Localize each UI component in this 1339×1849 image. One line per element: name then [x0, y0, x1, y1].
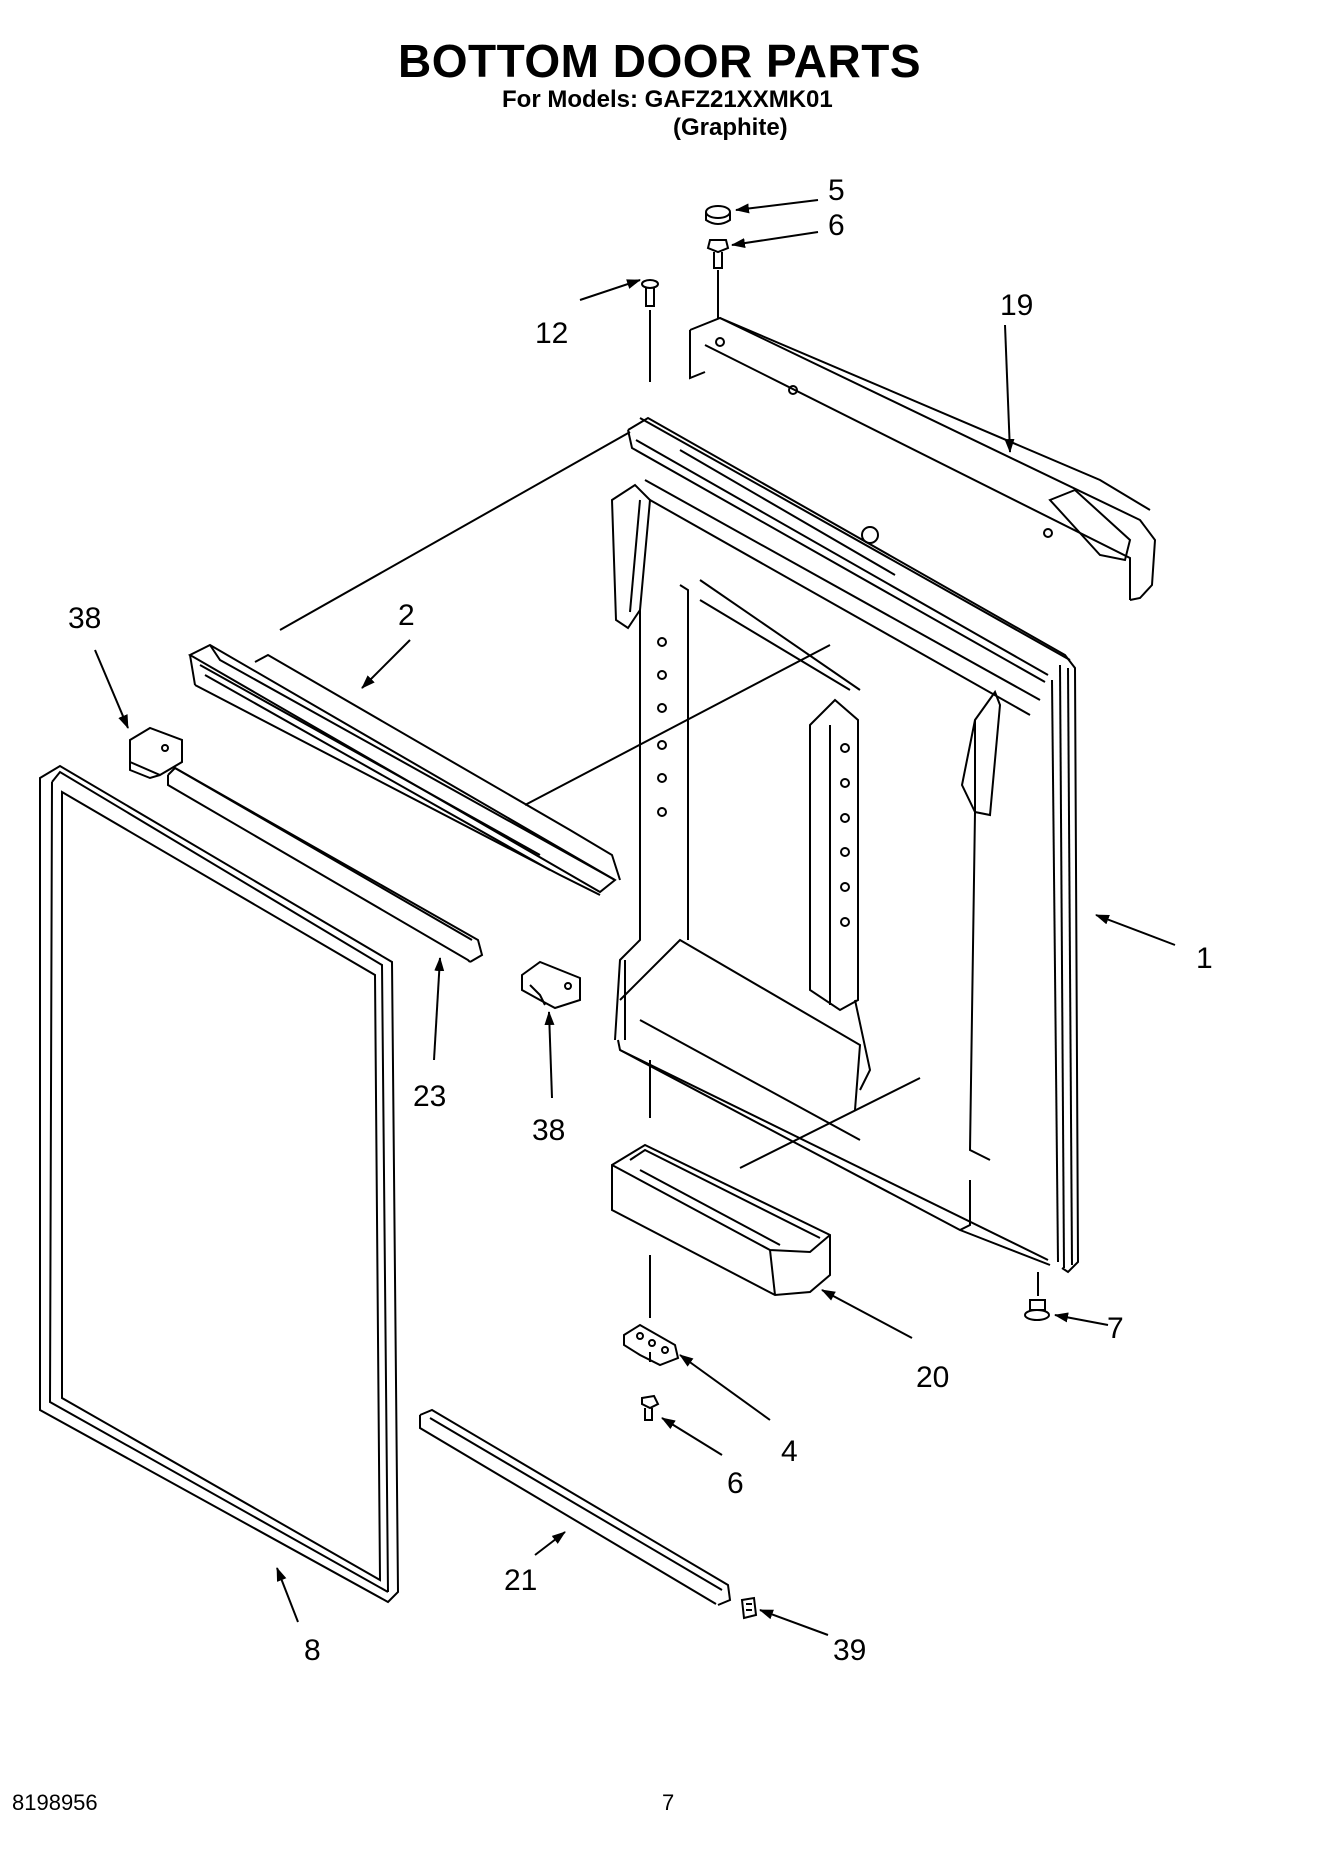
callout-5: 5: [828, 174, 845, 207]
arrow-7: [1054, 1312, 1109, 1326]
clip-part-38-left: [129, 726, 183, 780]
arrow-38-left: [94, 649, 129, 729]
callout-12: 12: [535, 317, 568, 350]
document-number: 8198956: [12, 1790, 98, 1815]
arrow-20: [821, 1289, 913, 1339]
arrow-21: [534, 1531, 566, 1556]
callout-4: 4: [781, 1435, 798, 1468]
gasket-strip-part-23: [167, 766, 484, 963]
cap-part-5: [705, 205, 731, 225]
arrow-1: [1095, 914, 1176, 946]
callout-1: 1: [1196, 942, 1213, 975]
callout-6-top: 6: [828, 209, 845, 242]
callout-38-mid: 38: [532, 1114, 565, 1147]
arrow-6-bottom: [661, 1417, 723, 1456]
callout-38-left: 38: [68, 602, 101, 635]
arrow-38-mid: [544, 1011, 555, 1099]
arrow-12: [579, 279, 641, 301]
callout-39: 39: [833, 1634, 866, 1667]
arrow-19: [1004, 324, 1015, 453]
door-bin-part-20: [611, 1143, 831, 1297]
arrow-4: [679, 1354, 771, 1421]
callout-21: 21: [504, 1564, 537, 1597]
models-line: For Models: GAFZ21XXMK01: [502, 86, 833, 113]
foot-part-7: [1024, 1299, 1050, 1321]
arrow-6-top: [731, 231, 819, 249]
callout-6-bottom: 6: [727, 1467, 744, 1500]
alignment-lines: [279, 270, 1039, 1318]
callout-7: 7: [1107, 1312, 1124, 1345]
door-liner-part-1: [610, 416, 1080, 1274]
arrow-2: [361, 639, 411, 689]
callout-20: 20: [916, 1361, 949, 1394]
callout-23: 23: [413, 1080, 446, 1113]
clip-part-39: [740, 1596, 758, 1620]
clip-part-38-mid: [521, 960, 581, 1010]
hinge-plate-part-4: [623, 1323, 680, 1367]
arrow-39: [759, 1609, 829, 1636]
arrow-8: [276, 1567, 299, 1623]
pin-part-12: [641, 279, 659, 307]
callout-19: 19: [1000, 289, 1033, 322]
page-title: BOTTOM DOOR PARTS: [397, 35, 921, 87]
color-line: (Graphite): [673, 114, 788, 141]
screw-part-6-bottom: [641, 1394, 660, 1421]
callout-8: 8: [304, 1634, 321, 1667]
wire-shelf-part-2: [187, 643, 621, 896]
page-number: 7: [662, 1790, 675, 1815]
arrow-5: [735, 199, 819, 214]
arrow-23: [433, 957, 445, 1061]
door-panel-part-8: [39, 764, 400, 1604]
top-trim-part-19: [689, 316, 1157, 601]
callout-2: 2: [398, 599, 415, 632]
screw-part-6-top: [706, 239, 730, 269]
gasket-strip-part-21: [419, 1408, 732, 1606]
